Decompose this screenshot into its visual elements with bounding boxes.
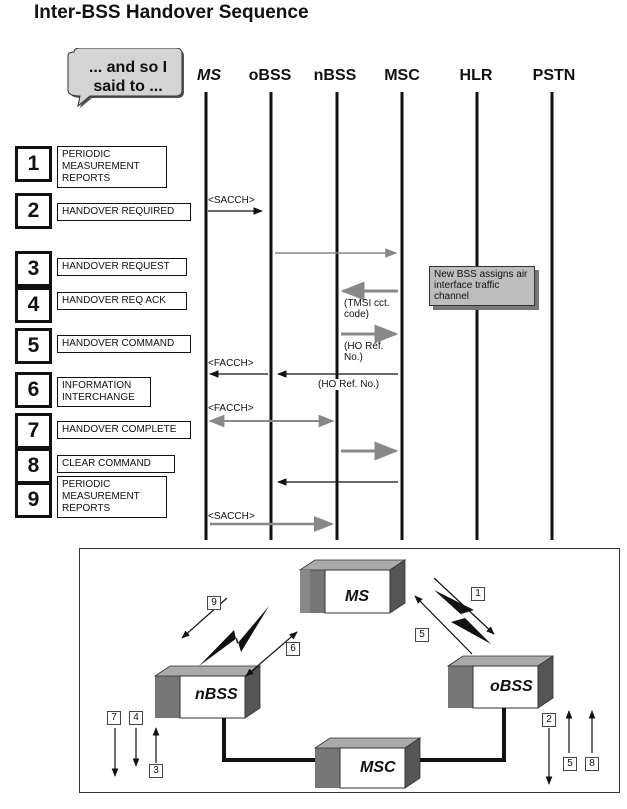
step-label-5: HANDOVER COMMAND <box>57 335 191 353</box>
msc-box <box>313 737 422 789</box>
step-label-3: HANDOVER REQUEST <box>57 258 187 276</box>
step-number-4: 4 <box>15 287 52 323</box>
step-number-5: 5 <box>15 328 52 364</box>
bottom-msc-label: MSC <box>360 759 396 776</box>
arrow-1 <box>433 577 495 635</box>
link-msc-obss <box>420 708 506 762</box>
step-label-7: HANDOVER COMPLETE <box>57 421 191 439</box>
step-label-1: PERIODIC MEASUREMENT REPORTS <box>57 146 167 188</box>
step-number-1: 1 <box>15 146 52 182</box>
tag-7: 7 <box>107 711 121 725</box>
arrow-6 <box>245 631 298 677</box>
sequence-lines <box>204 92 554 540</box>
step-number-2: 2 <box>15 193 52 229</box>
step-number-3: 3 <box>15 251 52 287</box>
step-label-9: PERIODIC MEASUREMENT REPORTS <box>57 476 167 518</box>
tag-8: 8 <box>585 757 599 771</box>
header-ms: MS <box>197 67 221 84</box>
tag-3: 3 <box>149 764 163 778</box>
step-label-4: HANDOVER REQ ACK <box>57 292 187 310</box>
header-nbss: nBSS <box>313 67 357 84</box>
note-sacch-1: <SACCH> <box>208 195 255 206</box>
tag-2: 2 <box>542 713 556 727</box>
step-number-8: 8 <box>15 448 52 484</box>
ms-box <box>298 559 407 614</box>
link-nbss-msc <box>222 718 315 762</box>
note-tmsi: (TMSI cct. code) <box>344 298 390 320</box>
step-number-9: 9 <box>15 482 52 518</box>
lightning-right <box>434 590 491 644</box>
step-number-6: 6 <box>15 372 52 408</box>
note-ho-ref: (HO Ref. No.) <box>344 341 384 363</box>
tag-4: 4 <box>129 711 143 725</box>
bottom-diagram <box>111 559 596 789</box>
bottom-ms-label: MS <box>345 588 369 605</box>
callout-new-bss: New BSS assigns air interface traffic ch… <box>429 266 535 306</box>
speech-bubble-text: ... and so I said to ... <box>88 59 168 95</box>
tag-6: 6 <box>286 642 300 656</box>
bottom-panel <box>79 548 620 793</box>
header-obss: oBSS <box>248 67 292 84</box>
tag-5-top: 5 <box>415 628 429 642</box>
obss-box <box>446 655 555 709</box>
tag-1: 1 <box>471 587 485 601</box>
note-sacch-2: <SACCH> <box>208 511 255 522</box>
page-title: Inter-BSS Handover Sequence <box>34 2 309 23</box>
note-facch-1: <FACCH> <box>208 358 254 369</box>
nbss-box <box>153 665 262 719</box>
note-ho-ref-2: (HO Ref. No.) <box>318 379 380 390</box>
step-label-2: HANDOVER REQUIRED <box>57 203 191 221</box>
speech-bubble <box>67 48 184 108</box>
arrow-5-top <box>414 595 473 655</box>
step-label-6: INFORMATION INTERCHANGE <box>57 377 151 407</box>
note-facch-2: <FACCH> <box>208 403 254 414</box>
header-pstn: PSTN <box>532 67 576 84</box>
header-hlr: HLR <box>459 67 493 84</box>
step-label-8: CLEAR COMMAND <box>57 455 175 473</box>
tag-5-bottom: 5 <box>563 757 577 771</box>
bottom-obss-label: oBSS <box>490 678 533 695</box>
tag-9: 9 <box>207 596 221 610</box>
step-number-7: 7 <box>15 413 52 449</box>
bottom-nbss-label: nBSS <box>195 686 238 703</box>
header-msc: MSC <box>384 67 420 84</box>
lightning-left <box>199 606 269 666</box>
